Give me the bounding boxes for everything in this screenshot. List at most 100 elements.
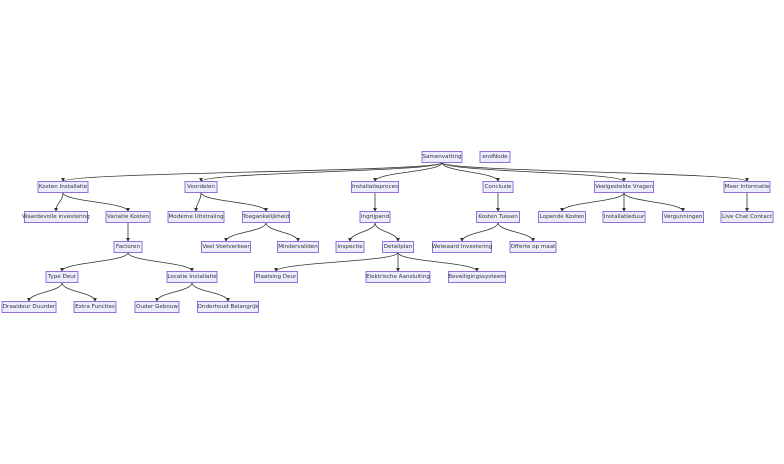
node-draaideur_duurder[interactable]: Draaideur Duurder bbox=[1, 301, 57, 313]
node-box bbox=[365, 271, 431, 283]
node-label: Installatieduur bbox=[604, 214, 645, 220]
node-box bbox=[1, 301, 57, 313]
node-box bbox=[509, 241, 557, 253]
node-box bbox=[479, 151, 511, 163]
node-label: Voordelen bbox=[187, 184, 215, 190]
node-veel_voetverkeer[interactable]: Veel Voetverkeer bbox=[201, 241, 251, 253]
node-voordelen[interactable]: Voordelen bbox=[184, 181, 218, 193]
node-moderne_uitstraling[interactable]: Moderne Uitstraling bbox=[167, 211, 225, 223]
edge-veelgestelde_vragen-to-lopende_kosten bbox=[560, 192, 625, 212]
node-box bbox=[382, 241, 414, 253]
edge-toegankelijkheid-to-veel_voetverkeer bbox=[224, 222, 267, 242]
node-conclusie[interactable]: Conclusie bbox=[482, 181, 514, 193]
node-label: Locatie Installatie bbox=[167, 274, 217, 280]
node-lopende_kosten[interactable]: Lopende Kosten bbox=[538, 211, 586, 223]
node-label: Moderne Uitstraling bbox=[168, 214, 224, 220]
edge-kosten_installatie-to-waardevolle_investering bbox=[54, 192, 64, 212]
node-label: Conclusie bbox=[485, 184, 513, 190]
node-box bbox=[201, 241, 251, 253]
node-label: Variatie Kosten bbox=[107, 214, 149, 220]
node-samenvatting[interactable]: Samenvatting bbox=[421, 151, 463, 163]
node-toegankelijkheid[interactable]: Toegankelijkheid bbox=[242, 211, 290, 223]
node-inspectie[interactable]: Inspectie bbox=[335, 241, 365, 253]
node-extra_functies[interactable]: Extra Functies bbox=[73, 301, 117, 313]
node-box bbox=[602, 211, 646, 223]
node-label: Inspectie bbox=[337, 244, 363, 250]
node-box bbox=[37, 181, 89, 193]
node-ingrijpend[interactable]: Ingrijpend bbox=[359, 211, 391, 223]
node-type_deur[interactable]: Type Deur bbox=[45, 271, 79, 283]
node-box bbox=[166, 271, 218, 283]
node-oudere_gebouw[interactable]: Ouder Gebouw bbox=[134, 301, 180, 313]
node-waardevolle_investering[interactable]: Waardevolle investering bbox=[22, 211, 90, 223]
node-plaatsing_deur[interactable]: Plaatsing Deur bbox=[254, 271, 298, 283]
node-label: Type Deur bbox=[47, 274, 77, 280]
edge-ingrijpend-to-inspectie bbox=[348, 222, 376, 242]
node-box bbox=[351, 181, 399, 193]
node-locatie_installatie[interactable]: Locatie Installatie bbox=[166, 271, 218, 283]
node-box bbox=[184, 181, 218, 193]
node-box bbox=[197, 301, 259, 313]
node-onderhoud_belangrijk[interactable]: Onderhoud Belangrijk bbox=[197, 301, 260, 313]
node-box bbox=[105, 211, 151, 223]
node-elektrische_aansluiting[interactable]: Elektrische Aansluiting bbox=[365, 271, 431, 283]
node-box bbox=[335, 241, 365, 253]
node-label: Plaatsing Deur bbox=[256, 274, 298, 280]
node-label: Toegankelijkheid bbox=[242, 214, 290, 220]
node-label: Vergunningen bbox=[664, 214, 703, 220]
node-label: endNode bbox=[482, 154, 508, 160]
node-box bbox=[720, 211, 774, 223]
edge-toegankelijkheid-to-mindervaliden bbox=[265, 222, 300, 242]
node-variatie_kosten[interactable]: Variatie Kosten bbox=[105, 211, 151, 223]
edge-samenvatting-to-voordelen bbox=[199, 162, 443, 182]
node-box bbox=[134, 301, 180, 313]
node-live_chat_contact[interactable]: Live Chat Contact bbox=[720, 211, 774, 223]
node-offerte_op_maat[interactable]: Offerte op maat bbox=[509, 241, 557, 253]
edge-type_deur-to-draaideur_duurder bbox=[27, 282, 63, 302]
edge-detailplan-to-plaatsing_deur bbox=[274, 252, 399, 272]
node-label: Live Chat Contact bbox=[722, 214, 773, 220]
edge-kosten_tussen-to-welwaard_investering bbox=[460, 222, 499, 242]
node-label: Onderhoud Belangrijk bbox=[198, 304, 260, 310]
node-installatieduur[interactable]: Installatieduur bbox=[602, 211, 646, 223]
node-label: Offerte op maat bbox=[511, 244, 556, 250]
node-box bbox=[421, 151, 463, 163]
node-factoren[interactable]: Factoren bbox=[113, 241, 143, 253]
node-label: Ingrijpend bbox=[361, 214, 390, 220]
node-label: Elektrische Aansluiting bbox=[366, 274, 430, 280]
node-mindervaliden[interactable]: Mindervaliden bbox=[277, 241, 319, 253]
node-label: Veel Voetverkeer bbox=[202, 244, 250, 250]
edge-veelgestelde_vragen-to-vergunningen bbox=[623, 192, 685, 212]
node-kosten_installatie[interactable]: Kosten Installatie bbox=[37, 181, 89, 193]
node-vergunningen[interactable]: Vergunningen bbox=[662, 211, 704, 223]
node-label: Installatieproces bbox=[352, 184, 398, 190]
node-label: Meer Informatie bbox=[725, 184, 770, 190]
edge-samenvatting-to-meer_informatie bbox=[441, 162, 749, 182]
node-veelgestelde_vragen[interactable]: Veelgestelde Vragen bbox=[594, 181, 654, 193]
node-box bbox=[277, 241, 319, 253]
node-welwaard_investering[interactable]: Welwaard Investering bbox=[432, 241, 493, 253]
edge-type_deur-to-extra_functies bbox=[61, 282, 97, 302]
node-kosten_tussen[interactable]: Kosten Tussen bbox=[476, 211, 520, 223]
node-label: Mindervaliden bbox=[278, 244, 318, 250]
edge-factoren-to-type_deur bbox=[60, 252, 129, 272]
node-box bbox=[167, 211, 225, 223]
node-box bbox=[242, 211, 290, 223]
node-detailplan[interactable]: Detailplan bbox=[382, 241, 414, 253]
node-installatieproces[interactable]: Installatieproces bbox=[351, 181, 399, 193]
node-label: Veelgestelde Vragen bbox=[595, 184, 653, 190]
edge-factoren-to-locatie_installatie bbox=[127, 252, 194, 272]
node-box bbox=[723, 181, 771, 193]
node-label: Samenvatting bbox=[422, 154, 462, 160]
node-beveiligingssysteem[interactable]: Beveiligingssysteem bbox=[448, 271, 506, 283]
node-label: Draaideur Duurder bbox=[3, 304, 56, 310]
node-label: Kosten Tussen bbox=[478, 214, 518, 220]
node-endnode[interactable]: endNode bbox=[479, 151, 511, 163]
edge-locatie_installatie-to-onderhoud_belangrijk bbox=[191, 282, 230, 302]
node-meer_informatie[interactable]: Meer Informatie bbox=[723, 181, 771, 193]
node-box bbox=[359, 211, 391, 223]
node-box bbox=[73, 301, 117, 313]
edge-detailplan-to-beveiligingssysteem bbox=[397, 252, 479, 272]
